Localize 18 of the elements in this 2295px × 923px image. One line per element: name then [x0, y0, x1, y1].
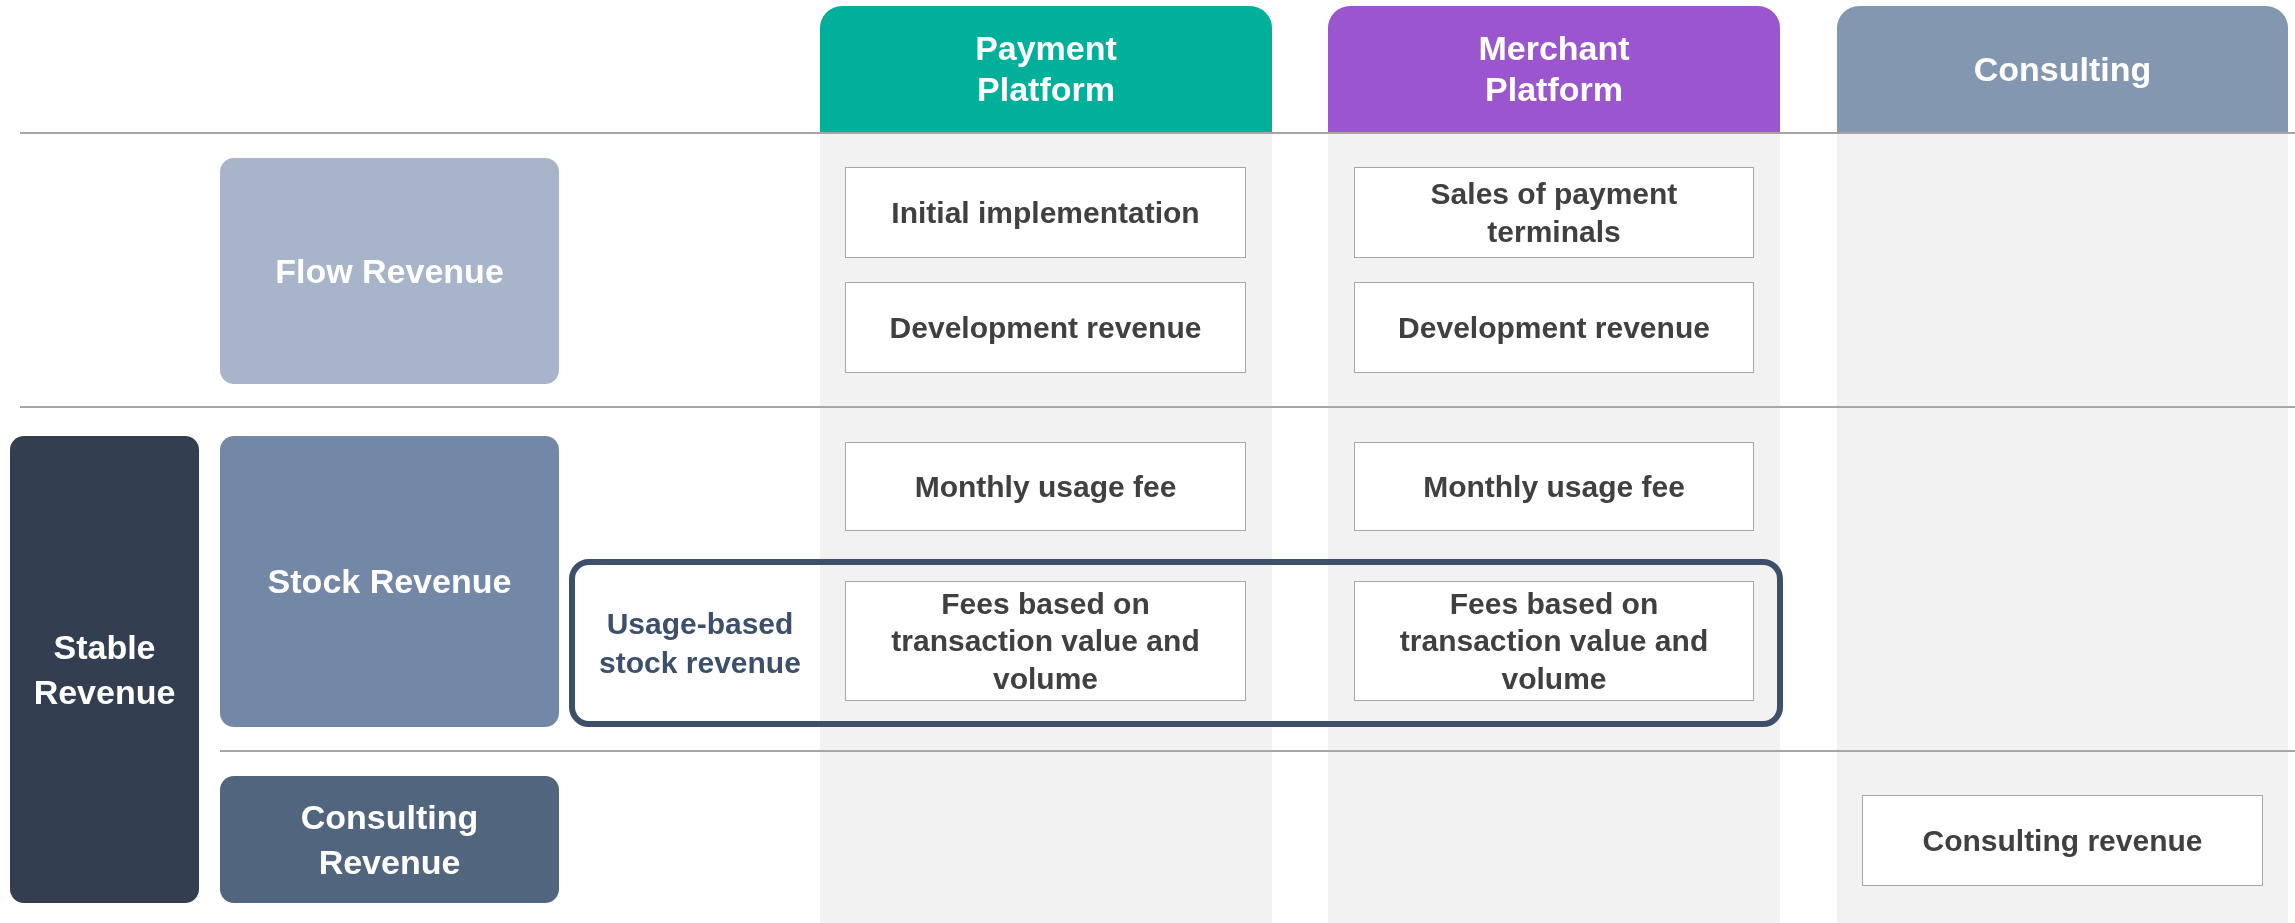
row-label: Consulting Revenue: [220, 776, 559, 903]
revenue-cell: Monthly usage fee: [845, 442, 1246, 531]
row-label: Stock Revenue: [220, 436, 559, 727]
revenue-cell: Monthly usage fee: [1354, 442, 1754, 531]
column-header: Consulting: [1837, 6, 2288, 132]
revenue-cell: Initial implementation: [845, 167, 1246, 258]
row-label: Flow Revenue: [220, 158, 559, 384]
revenue-cell: Development revenue: [1354, 282, 1754, 373]
column-header: Payment Platform: [820, 6, 1272, 132]
highlight-frame: [569, 559, 1783, 727]
revenue-cell: Fees based on transaction value and volume: [845, 581, 1246, 701]
revenue-cell: Sales of payment terminals: [1354, 167, 1754, 258]
revenue-cell: Consulting revenue: [1862, 795, 2263, 886]
revenue-cell: Development revenue: [845, 282, 1246, 373]
column-header: Merchant Platform: [1328, 6, 1780, 132]
group-label: Usage-based stock revenue: [598, 606, 802, 681]
row-label: Stable Revenue: [10, 436, 199, 903]
revenue-cell: Fees based on transaction value and volume: [1354, 581, 1754, 701]
